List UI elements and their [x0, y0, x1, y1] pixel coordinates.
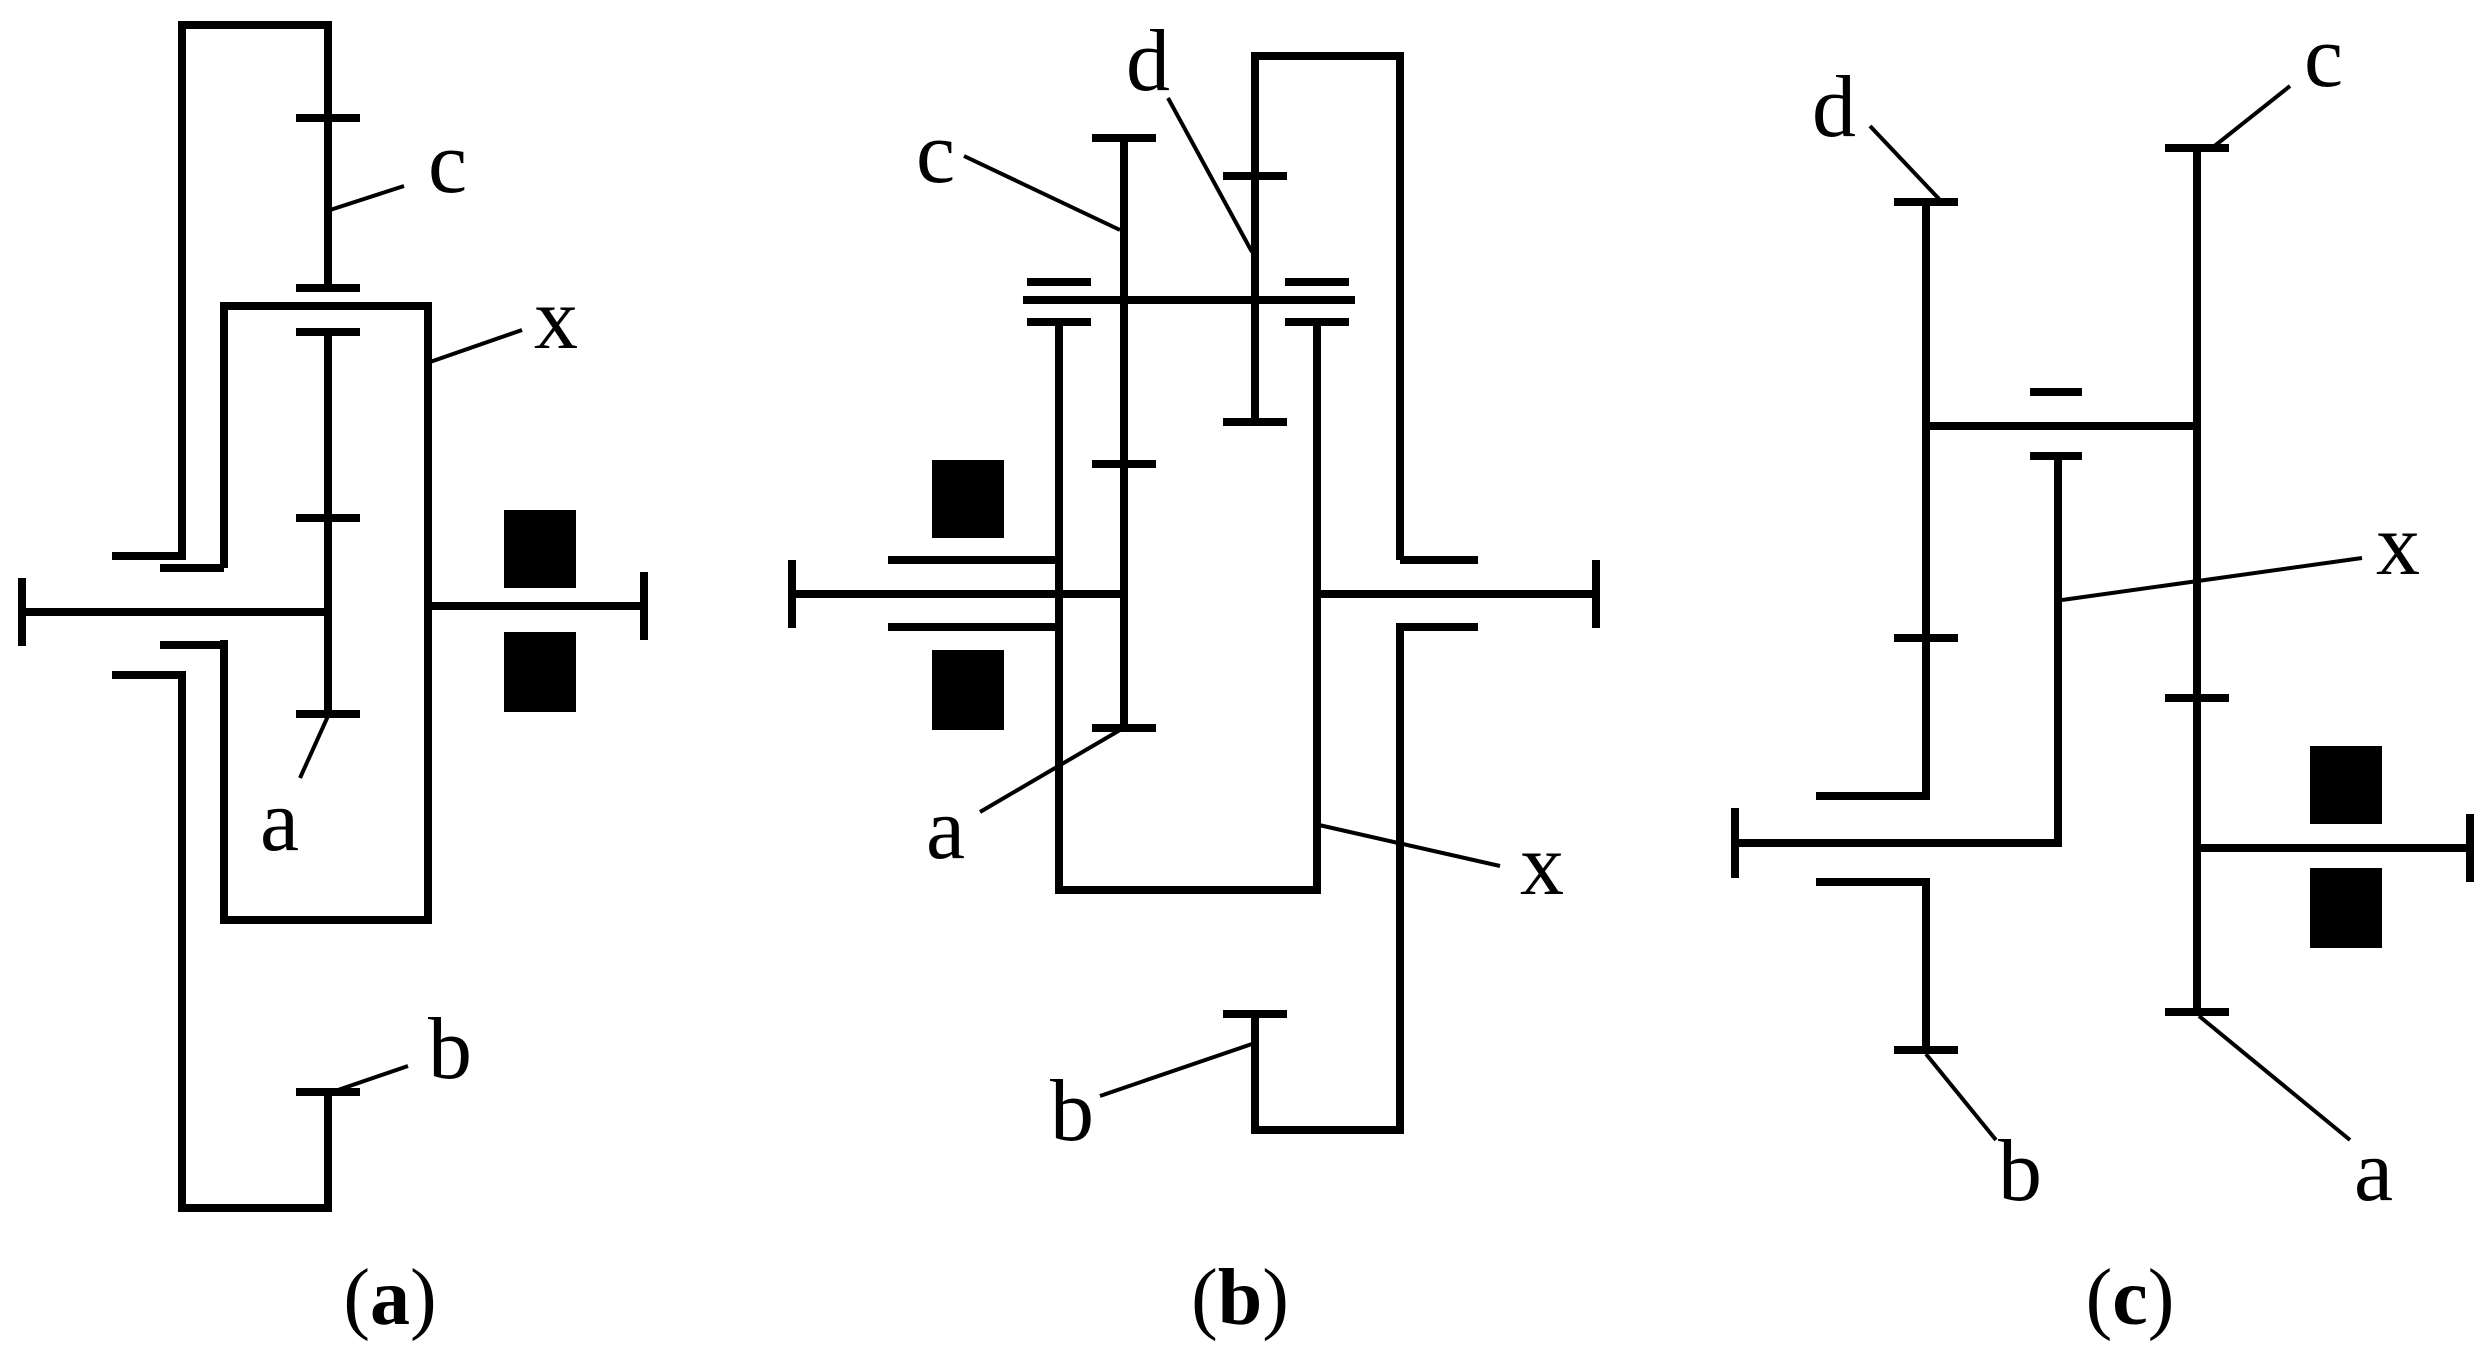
panel-a-bearing — [504, 632, 576, 712]
panel-c-gear-b — [1816, 878, 1930, 1050]
panel-b-bearing — [932, 650, 1004, 730]
panel-a: c x a b (a) — [18, 21, 648, 1342]
panel-c-label-x: x — [2376, 497, 2420, 594]
panel-b-label-c: c — [916, 105, 955, 202]
panel-c-caption: (c) — [2086, 1254, 2175, 1342]
panel-c: d c x b a (c) — [1731, 9, 2474, 1342]
panel-a-bearing — [504, 510, 576, 588]
panel-a-ring-gear-b-lower — [112, 671, 332, 1212]
panel-a-label-b: b — [428, 1001, 472, 1098]
panel-b-label-x: x — [1520, 817, 1564, 914]
panel-a-ring-gear-b — [112, 21, 332, 560]
panel-b-label-a: a — [926, 781, 965, 878]
panel-c-bearing — [2310, 868, 2382, 948]
panel-b-bearing — [932, 460, 1004, 538]
panel-a-label-x: x — [534, 271, 578, 368]
panel-a-caption: (a) — [343, 1254, 436, 1342]
panel-c-carrier-x — [1735, 456, 2062, 847]
panel-a-carrier-x — [220, 302, 432, 924]
panel-c-gear-d — [1816, 202, 1930, 800]
panel-c-bearing — [2310, 746, 2382, 824]
panel-c-label-a: a — [2354, 1123, 2393, 1220]
panel-c-label-d: d — [1812, 59, 1856, 156]
panel-c-label-c: c — [2304, 9, 2343, 106]
panel-b-caption: (b) — [1191, 1254, 1289, 1342]
panel-b: c d a x b (b) — [788, 13, 1600, 1342]
panel-b-label-d: d — [1126, 13, 1170, 110]
panel-a-label-c: c — [428, 115, 467, 212]
panel-c-label-b: b — [1998, 1123, 2042, 1220]
panel-b-label-b: b — [1050, 1063, 1094, 1160]
panel-b-carrier-x — [1055, 322, 1321, 894]
panel-a-label-a: a — [260, 773, 299, 870]
